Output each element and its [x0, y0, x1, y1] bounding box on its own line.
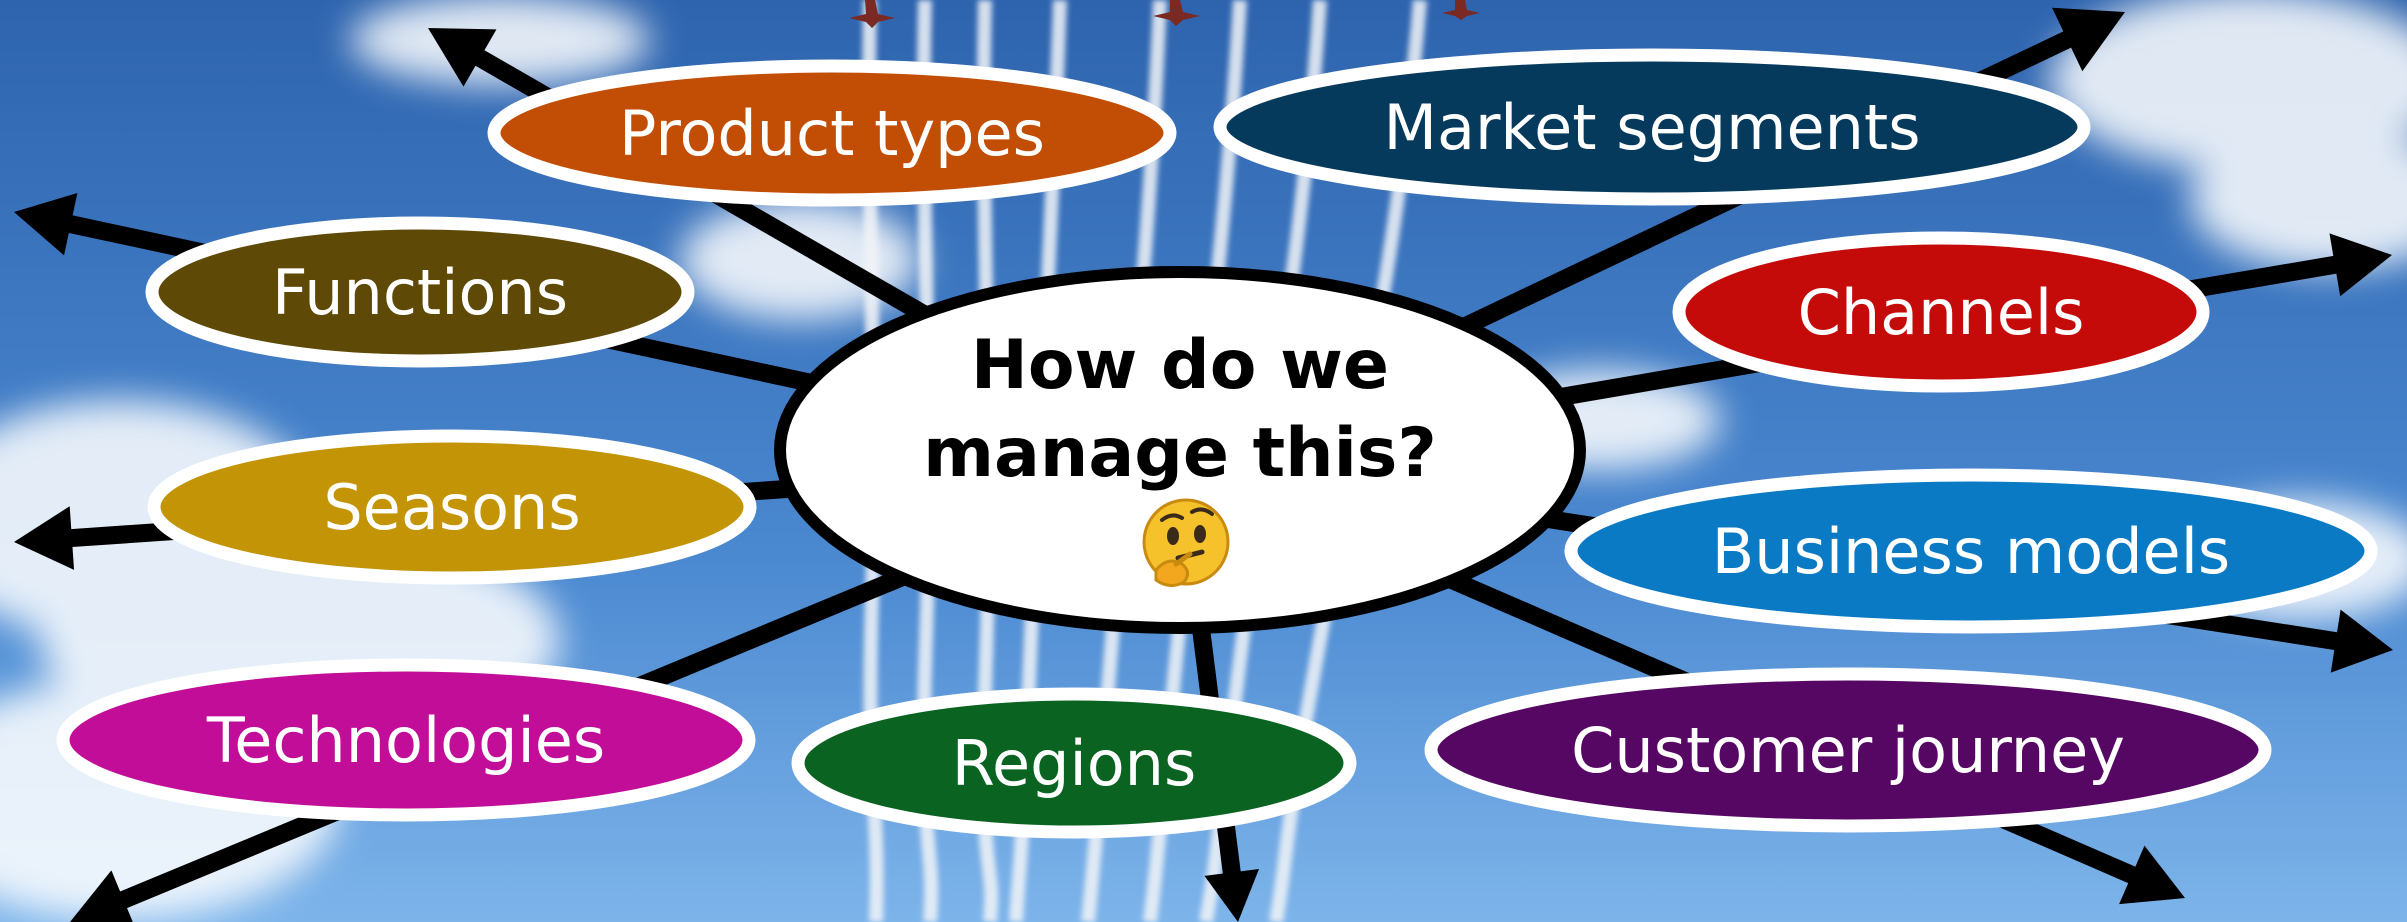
- arrow-head-product-types: [428, 28, 497, 87]
- node-label-customer-journey: Customer journey: [1571, 714, 2125, 787]
- node-ellipse-technologies: [56, 658, 756, 822]
- node-label-channels: Channels: [1798, 276, 2085, 349]
- arrow-head-regions: [1204, 868, 1260, 922]
- node-market-segments: Market segments: [1213, 48, 2091, 206]
- node-label-functions: Functions: [272, 256, 568, 329]
- center-question-line-1: How do we: [971, 326, 1389, 405]
- node-label-market-segments: Market segments: [1383, 91, 1920, 164]
- node-label-technologies: Technologies: [206, 704, 605, 777]
- node-technologies: Technologies: [56, 658, 756, 822]
- node-label-seasons: Seasons: [323, 471, 580, 544]
- jets: [849, 0, 1480, 28]
- arrow-head-market-segments: [2052, 7, 2125, 72]
- arrow-head-technologies: [70, 870, 133, 922]
- node-ellipse-business-models: [1564, 468, 2378, 634]
- arrow-head-channels: [2329, 233, 2392, 297]
- node-label-business-models: Business models: [1712, 515, 2230, 588]
- node-label-product-types: Product types: [619, 97, 1045, 170]
- arrow-head-functions: [14, 192, 78, 256]
- center-question-node: How do we manage this?: [774, 266, 1586, 634]
- arrow-head-customer-journey: [2119, 845, 2185, 905]
- node-ellipse-product-types: [487, 59, 1177, 207]
- node-functions: Functions: [145, 216, 695, 368]
- node-ellipse-market-segments: [1213, 48, 2091, 206]
- node-channels: Channels: [1672, 231, 2210, 393]
- node-ellipse-channels: [1672, 231, 2210, 393]
- node-ellipse-customer-journey: [1424, 667, 2272, 833]
- thinking-face-icon: [1142, 498, 1230, 587]
- node-business-models: Business models: [1564, 468, 2378, 634]
- center-ellipse: [774, 266, 1586, 634]
- node-seasons: Seasons: [147, 429, 757, 585]
- node-ellipse-seasons: [147, 429, 757, 585]
- node-ellipse-regions: [791, 687, 1357, 839]
- node-label-regions: Regions: [952, 727, 1197, 800]
- node-regions: Regions: [791, 687, 1357, 839]
- node-product-types: Product types: [487, 59, 1177, 207]
- node-customer-journey: Customer journey: [1424, 667, 2272, 833]
- arrow-head-business-models: [2330, 609, 2393, 673]
- arrow-head-seasons: [14, 506, 75, 570]
- node-ellipse-functions: [145, 216, 695, 368]
- center-question-line-2: manage this?: [923, 414, 1437, 493]
